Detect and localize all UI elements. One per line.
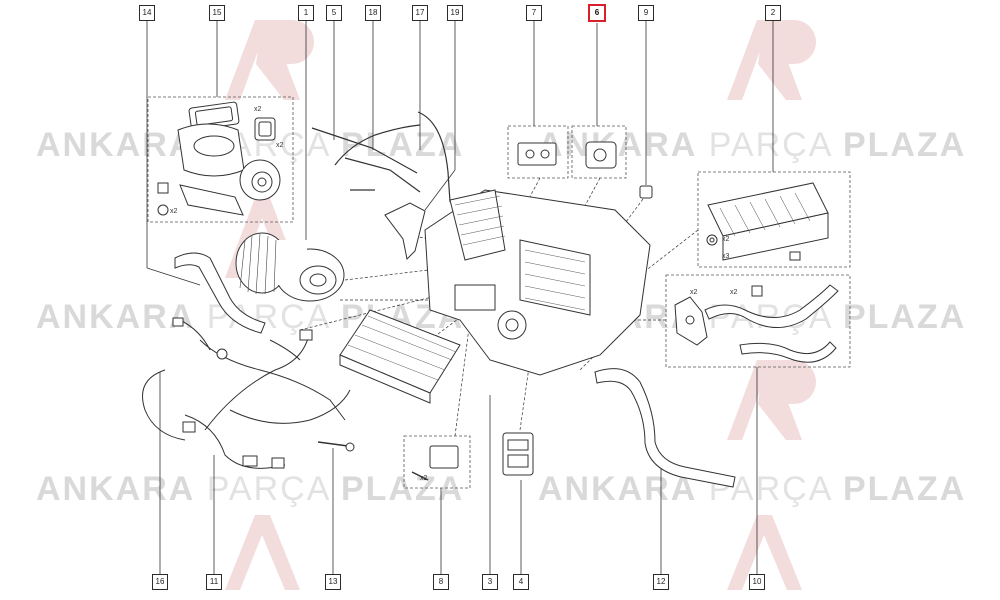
callout-12: 12 <box>653 574 669 590</box>
blower-fan <box>235 232 345 302</box>
actuator-7 <box>517 142 557 166</box>
callout-6-highlighted: 6 <box>588 4 606 22</box>
quantity-mark: x2 <box>420 475 428 482</box>
callout-2: 2 <box>765 5 781 21</box>
kit-box-8 <box>403 435 471 489</box>
callout-13: 13 <box>325 574 341 590</box>
blower-control-4 <box>502 432 534 476</box>
kit-box-6 <box>571 125 627 179</box>
quantity-mark: x2 <box>254 106 262 113</box>
quantity-mark: x2 <box>730 289 738 296</box>
heater-core <box>706 182 829 261</box>
watermark-logo <box>225 20 314 100</box>
watermark-text: ANKARA PARÇA PLAZA <box>538 126 967 164</box>
watermark-logo <box>727 360 816 440</box>
callout-14: 14 <box>139 5 155 21</box>
callout-5: 5 <box>326 5 342 21</box>
drain-hose-12 <box>594 368 736 488</box>
quantity-mark: x2 <box>690 289 698 296</box>
quantity-mark: x2 <box>276 142 284 149</box>
air-duct-pipe <box>174 252 266 334</box>
clip-9 <box>639 185 653 199</box>
mounting-bracket <box>384 202 426 261</box>
cabin-filter <box>339 309 461 404</box>
quantity-mark: x2 <box>170 208 178 215</box>
coolant-hoses <box>674 284 839 363</box>
watermark-text: ANKARA PARÇA PLAZA <box>36 470 465 508</box>
kit-box-10 <box>665 274 851 368</box>
blower-housing-kit <box>157 101 281 216</box>
callout-8: 8 <box>433 574 449 590</box>
quantity-mark: x3 <box>722 253 730 260</box>
callout-16: 16 <box>152 574 168 590</box>
connectors <box>172 317 355 469</box>
quantity-mark: x2 <box>722 236 730 243</box>
callout-7: 7 <box>526 5 542 21</box>
actuator-6 <box>585 141 617 169</box>
callout-1: 1 <box>298 5 314 21</box>
watermark-text: ANKARA PARÇA PLAZA <box>538 470 967 508</box>
sensor-cables <box>311 111 451 203</box>
watermark-logo <box>225 515 300 590</box>
callout-9: 9 <box>638 5 654 21</box>
hvac-housing <box>424 189 651 376</box>
wiring-harness <box>142 319 351 469</box>
kit-box-2 <box>697 171 851 268</box>
callout-19: 19 <box>447 5 463 21</box>
resistor-8 <box>411 445 459 481</box>
callout-18: 18 <box>365 5 381 21</box>
callout-11: 11 <box>206 574 222 590</box>
callout-10: 10 <box>749 574 765 590</box>
callout-4: 4 <box>513 574 529 590</box>
kit-box-15 <box>147 96 294 223</box>
watermark-logo <box>727 20 816 100</box>
kit-box-7 <box>507 125 569 179</box>
callout-15: 15 <box>209 5 225 21</box>
callout-17: 17 <box>412 5 428 21</box>
callout-3: 3 <box>482 574 498 590</box>
watermark-logo <box>727 515 802 590</box>
